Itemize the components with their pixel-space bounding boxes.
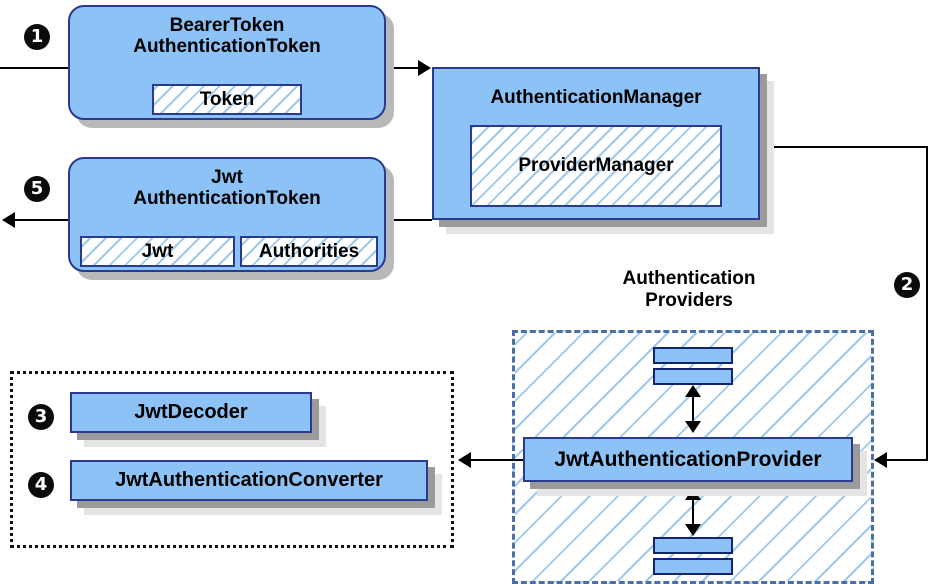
jwt-inner-label: Jwt: [141, 240, 174, 262]
connector-right-rail: [926, 146, 928, 460]
connector-manager-to-jwt-token: [386, 219, 432, 221]
jwt-decoder-label: JwtDecoder: [134, 401, 248, 424]
jwt-authentication-token-box[interactable]: Jwt AuthenticationToken Jwt Authorities: [68, 157, 386, 272]
arrowhead-to-jwt-support: [458, 452, 471, 468]
step-badge-5: 5: [24, 176, 50, 202]
connector-provider-to-support: [470, 459, 540, 461]
provider-stub-top-1: [653, 347, 733, 364]
provider-stub-bottom-1: [653, 537, 733, 554]
authorities-inner-box: Authorities: [240, 236, 378, 267]
arrowhead-provider-top-up: [685, 385, 701, 397]
arrowhead-to-jwt-provider: [874, 452, 887, 468]
arrowhead-response-out: [2, 212, 15, 228]
step-badge-2: 2: [894, 272, 920, 298]
arrowhead-provider-top-down: [685, 421, 701, 433]
bearer-token-authentication-token-box[interactable]: BearerToken AuthenticationToken Token: [68, 5, 386, 120]
step-badge-1: 1: [24, 24, 50, 50]
provider-manager-label: ProviderManager: [518, 155, 674, 177]
jwt-authentication-converter-label: JwtAuthenticationConverter: [115, 469, 383, 492]
authentication-providers-label: Authentication Providers: [622, 268, 756, 311]
jwt-inner-box: Jwt: [80, 236, 235, 267]
connector-request-in: [0, 67, 68, 69]
provider-stub-top-2: [653, 368, 733, 385]
arrowhead-provider-bottom-up: [685, 488, 701, 500]
jwt-decoder-box[interactable]: JwtDecoder: [70, 392, 312, 433]
bearer-token-title: BearerToken AuthenticationToken: [133, 15, 321, 58]
authorities-inner-label: Authorities: [258, 240, 360, 262]
connector-manager-to-rail: [760, 146, 928, 148]
connector-bearer-to-manager: [386, 67, 420, 69]
provider-stub-bottom-2: [653, 558, 733, 575]
jwt-authentication-token-title: Jwt AuthenticationToken: [133, 167, 321, 210]
jwt-support-container: [10, 371, 454, 548]
jwt-authentication-provider-box[interactable]: JwtAuthenticationProvider: [523, 437, 853, 482]
arrowhead-provider-bottom-down: [685, 524, 701, 536]
arrowhead-to-auth-manager: [418, 60, 431, 76]
step-badge-3: 3: [28, 404, 54, 430]
token-inner-label: Token: [199, 88, 255, 110]
connector-provider-top-link: [692, 391, 694, 427]
jwt-authentication-provider-label: JwtAuthenticationProvider: [554, 447, 822, 471]
connector-response-out: [14, 219, 68, 221]
jwt-authentication-converter-box[interactable]: JwtAuthenticationConverter: [70, 460, 428, 501]
authentication-manager-box[interactable]: AuthenticationManager ProviderManager: [432, 67, 760, 220]
token-inner-box: Token: [152, 84, 302, 115]
connector-provider-bottom-link: [692, 494, 694, 530]
step-badge-4: 4: [28, 472, 54, 498]
provider-manager-inner-box: ProviderManager: [470, 125, 722, 207]
connector-rail-to-provider: [886, 459, 928, 461]
authentication-manager-title: AuthenticationManager: [490, 87, 702, 108]
